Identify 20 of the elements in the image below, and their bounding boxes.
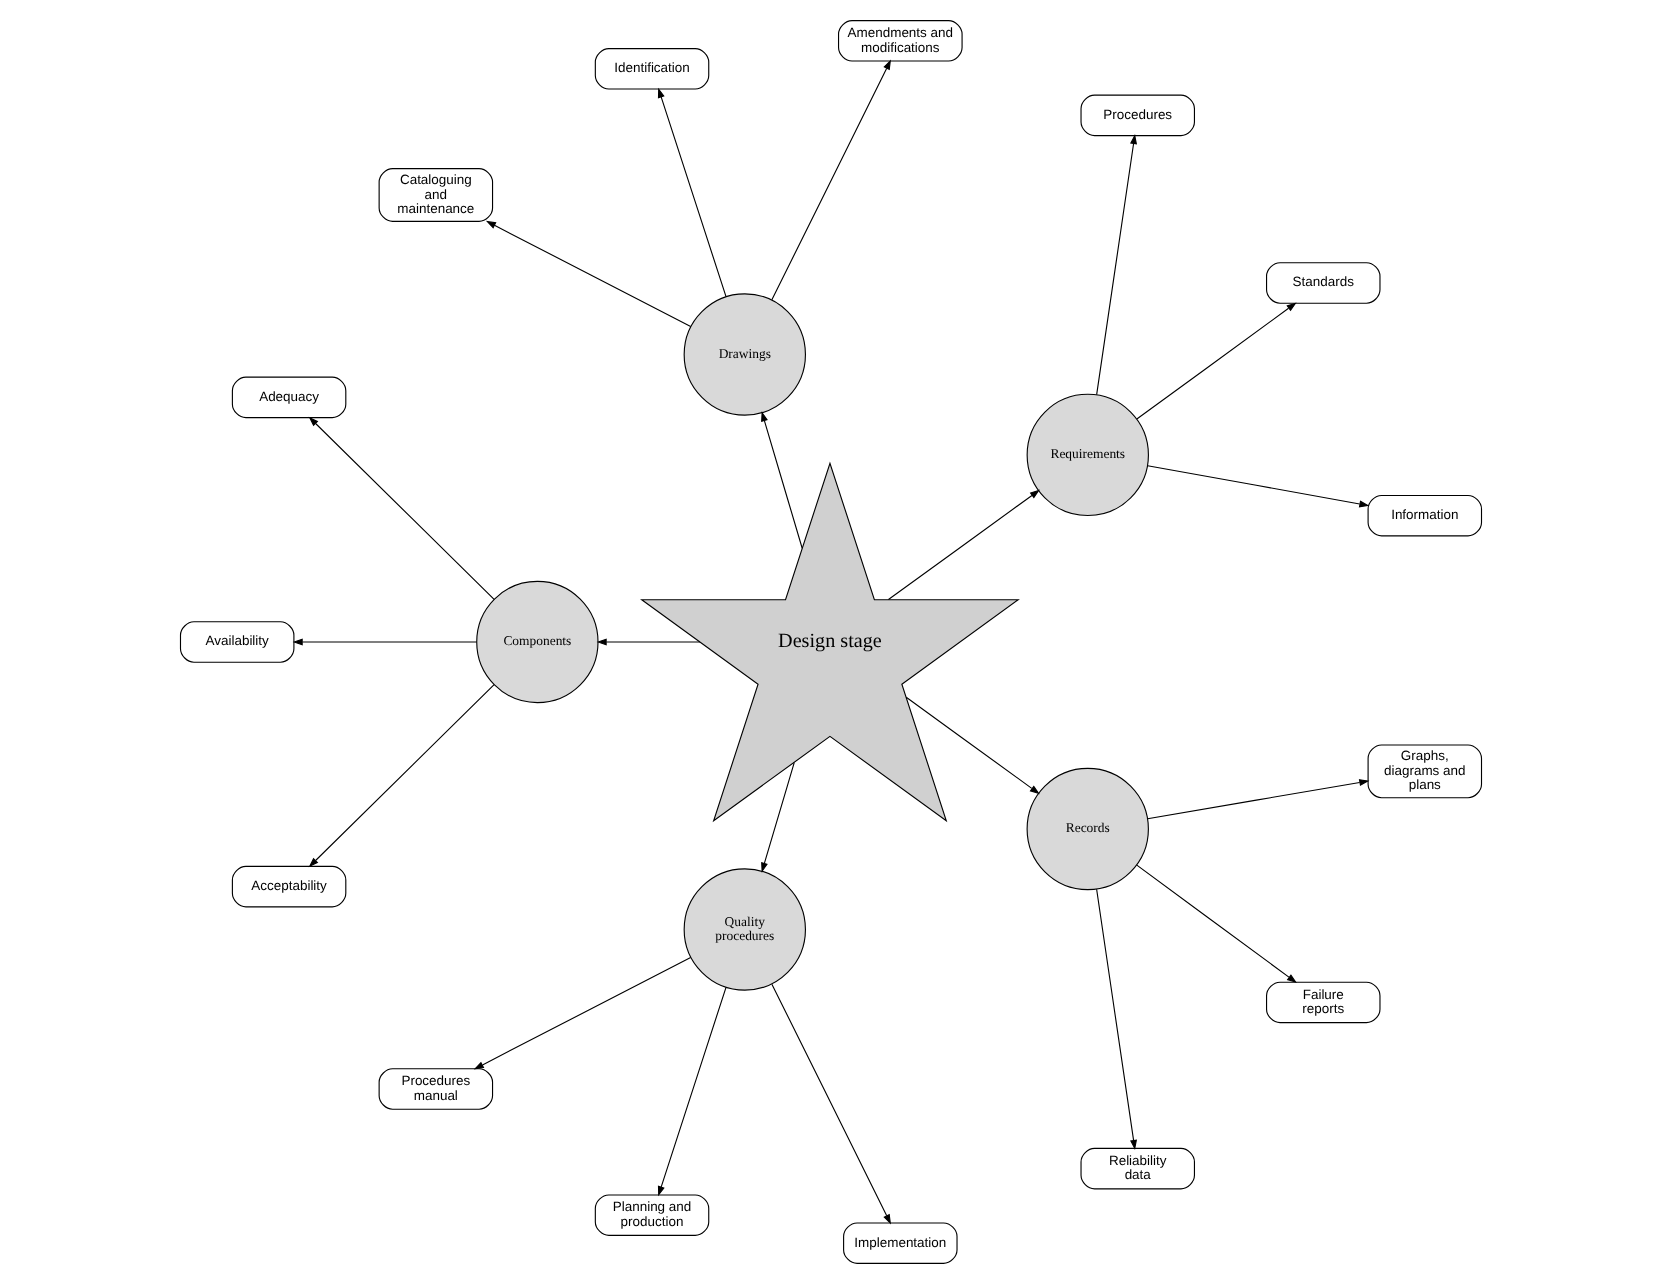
arrow xyxy=(308,416,495,600)
arrow xyxy=(1096,888,1138,1151)
arrow xyxy=(308,684,495,868)
arrow xyxy=(761,762,795,873)
arrow xyxy=(473,956,692,1070)
arrow xyxy=(905,696,1040,795)
arrow xyxy=(292,638,478,646)
arrow xyxy=(761,411,803,549)
arrow xyxy=(657,986,727,1197)
arrow xyxy=(657,87,727,298)
arrow xyxy=(1147,779,1370,820)
arrow xyxy=(1136,302,1297,420)
arrow xyxy=(771,59,892,301)
arrow xyxy=(1136,864,1297,984)
arrow xyxy=(1147,465,1370,508)
arrow xyxy=(1096,133,1138,396)
arrow xyxy=(771,983,892,1225)
arrow xyxy=(596,638,701,646)
arrow xyxy=(485,220,692,328)
arrow xyxy=(887,489,1040,601)
